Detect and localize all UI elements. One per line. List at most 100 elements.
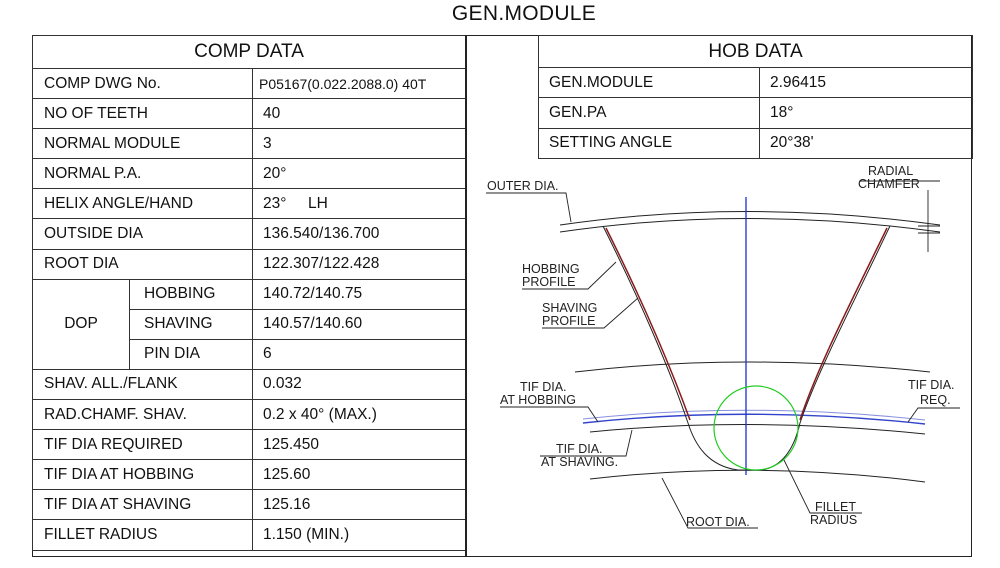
leader-root-dia [661,477,758,529]
row-value: 20°38' [759,127,973,160]
row-label: RAD.CHAMF. SHAV. [32,399,253,431]
right-hobbing-profile [799,227,888,421]
row-label: ROOT DIA [32,248,253,280]
label-tif-hobbing: AT HOBBING [500,393,576,407]
label-outer-dia: OUTER DIA. [487,179,559,193]
leader-hobbing-profile [522,261,617,290]
label-tif-shaving: AT SHAVING. [541,455,618,469]
leader-radial-chamfer [859,180,940,182]
fillet-radius-circle [713,385,799,471]
hob-data-header: HOB DATA [538,35,973,68]
row-value: 125.16 [251,489,467,521]
left-hobbing-profile [605,227,691,421]
label-radial-chamfer: CHAMFER [858,177,920,191]
table-row: SHAVING 140.57/140.60 [33,308,467,340]
label-fillet-radius: FILLET [815,500,856,514]
row-value: 23° LH [251,188,467,220]
label-fillet-radius: RADIUS [810,513,857,527]
row-value: 136.540/136.700 [251,218,467,250]
label-root-dia: ROOT DIA. [686,515,750,529]
row-value: 6 [251,338,467,370]
row-value: 140.57/140.60 [251,308,467,340]
row-label: NO OF TEETH [32,98,253,130]
row-value: 20° [251,158,467,190]
row-label: PIN DIA [129,338,253,370]
tif-hobbing-arc [582,413,926,425]
left-shaving-profile [602,225,762,471]
comp-data-header: COMP DATA [31,35,467,69]
leader-outer-dia [486,192,572,223]
comp-data-table: COMP DATA COMP DWG No.P05167(0.022.2088.… [31,35,467,551]
mid-arc [574,361,931,373]
row-value: 2.96415 [759,66,973,99]
row-label: SHAV. ALL./FLANK [32,368,253,401]
row-label: OUTSIDE DIA [32,218,253,250]
leader-tif-hobbing [500,406,599,423]
row-value: 3 [251,128,467,160]
tif-req-arc [582,409,926,421]
row-label: COMP DWG No. [32,67,253,100]
table-row: RAD.CHAMF. SHAV.0.2 x 40° (MAX.) [32,399,467,431]
row-label: GEN.PA [538,97,760,129]
leader-tif-req [907,407,960,423]
label-tif-req: REQ. [920,393,951,407]
right-shaving-profile [761,225,891,471]
row-value: 40 [251,98,467,130]
gear-tooth-diagram: OUTER DIA. RADIAL CHAMFER HOBBING PROFIL… [486,164,960,529]
row-label: TIF DIA AT HOBBING [32,459,253,491]
outer-dia-arc [559,218,941,233]
page-title: GEN.MODULE [451,2,597,25]
row-value: 18° [759,97,973,129]
dop-label: DOP [32,278,130,370]
row-value: 140.72/140.75 [251,278,467,310]
table-row: COMP DWG No.P05167(0.022.2088.0) 40T [32,67,467,100]
label-hobbing-profile: HOBBING [522,262,580,276]
row-label: TIF DIA AT SHAVING [32,489,253,521]
table-row: PIN DIA 6 [33,338,467,370]
tif-shaving-arc [589,423,926,435]
leader-tif-shaving [540,429,633,457]
row-label: FILLET RADIUS [32,519,253,551]
leader-fillet-radius [783,459,862,514]
row-value: 0.032 [251,368,467,401]
root-dia-arc [589,469,926,483]
row-value: 122.307/122.428 [251,248,467,280]
row-value: 0.2 x 40° (MAX.) [251,399,467,431]
row-label: HELIX ANGLE/HAND [32,188,253,220]
table-row: NORMAL P.A.20° [32,158,467,190]
row-label: HOBBING [129,278,253,310]
row-label: TIF DIA REQUIRED [32,429,253,461]
label-tif-shaving: TIF DIA. [556,442,603,456]
label-shaving-profile: PROFILE [542,314,596,328]
section-divider [465,35,467,557]
row-label: GEN.MODULE [538,66,760,99]
row-value: P05167(0.022.2088.0) 40T [251,67,467,100]
label-radial-chamfer: RADIAL [868,164,913,178]
label-tif-req: TIF DIA. [908,378,955,392]
row-value: 125.450 [251,429,467,461]
table-row: DOP HOBBING 140.72/140.75 [32,278,467,370]
row-label: SETTING ANGLE [538,127,760,160]
label-hobbing-profile: PROFILE [522,275,576,289]
row-label: NORMAL P.A. [32,158,253,190]
leader-shaving-profile [542,297,639,329]
row-label: SHAVING [129,308,253,340]
label-shaving-profile: SHAVING [542,301,597,315]
chamfer-arc [559,211,941,226]
row-value: 1.150 (MIN.) [251,519,467,551]
label-tif-hobbing: TIF DIA. [520,380,567,394]
